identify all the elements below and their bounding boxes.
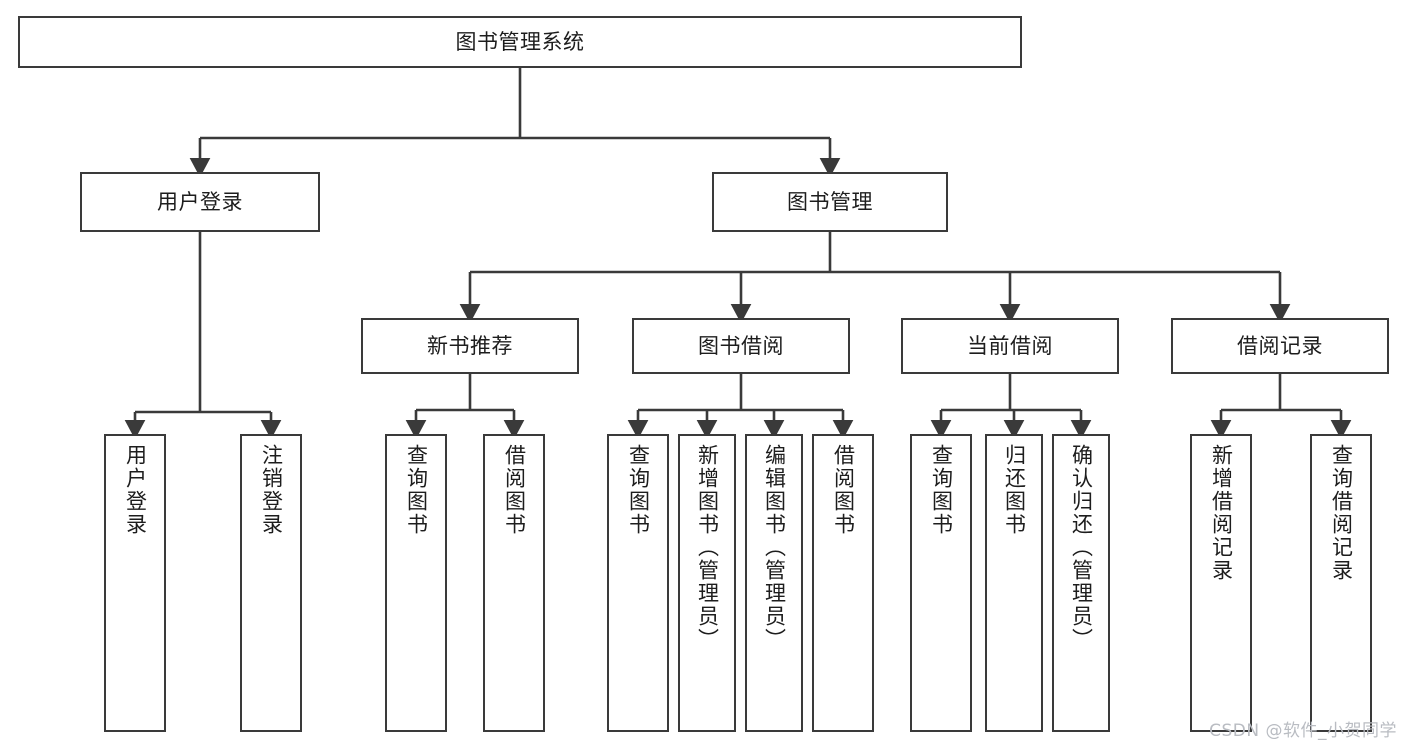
node-leaf-record-add[interactable]: 新增借阅记录 — [1190, 434, 1252, 732]
node-root[interactable]: 图书管理系统 — [18, 16, 1022, 68]
node-label: 新书推荐 — [427, 333, 513, 358]
node-borrow[interactable]: 图书借阅 — [632, 318, 850, 374]
node-label: 图书管理 — [787, 189, 873, 214]
node-label: 归还图书 — [1002, 444, 1027, 536]
node-leaf-record-query[interactable]: 查询借阅记录 — [1310, 434, 1372, 732]
node-leaf-borrow-query[interactable]: 查询图书 — [607, 434, 669, 732]
node-leaf-user-login[interactable]: 用户登录 — [104, 434, 166, 732]
node-leaf-borrow-edit[interactable]: 编辑图书（管理员） — [745, 434, 803, 732]
node-label: 新增借阅记录 — [1209, 444, 1234, 582]
node-leaf-borrow-lend[interactable]: 借阅图书 — [812, 434, 874, 732]
node-label: 用户登录 — [123, 444, 148, 536]
node-bookmgmt[interactable]: 图书管理 — [712, 172, 948, 232]
node-label: 借阅图书 — [831, 444, 856, 536]
node-label: 图书借阅 — [698, 333, 784, 358]
node-leaf-newbook-query[interactable]: 查询图书 — [385, 434, 447, 732]
node-label: 用户登录 — [157, 189, 243, 214]
node-label: 编辑图书（管理员） — [762, 444, 787, 651]
node-leaf-borrow-add[interactable]: 新增图书（管理员） — [678, 434, 736, 732]
node-label: 当前借阅 — [967, 333, 1053, 358]
watermark: CSDN @软件_小贺同学 — [1209, 721, 1397, 741]
node-label: 图书管理系统 — [455, 29, 585, 54]
node-label: 借阅记录 — [1237, 333, 1323, 358]
node-current[interactable]: 当前借阅 — [901, 318, 1119, 374]
node-newbook[interactable]: 新书推荐 — [361, 318, 579, 374]
node-leaf-current-return[interactable]: 归还图书 — [985, 434, 1043, 732]
node-leaf-current-confirm[interactable]: 确认归还（管理员） — [1052, 434, 1110, 732]
node-label: 注销登录 — [259, 444, 284, 536]
node-leaf-newbook-borrow[interactable]: 借阅图书 — [483, 434, 545, 732]
node-login[interactable]: 用户登录 — [80, 172, 320, 232]
node-leaf-current-query[interactable]: 查询图书 — [910, 434, 972, 732]
node-record[interactable]: 借阅记录 — [1171, 318, 1389, 374]
node-label: 确认归还（管理员） — [1069, 444, 1094, 651]
node-label: 查询图书 — [404, 444, 429, 536]
node-label: 查询图书 — [626, 444, 651, 536]
node-leaf-user-logout[interactable]: 注销登录 — [240, 434, 302, 732]
node-label: 借阅图书 — [502, 444, 527, 536]
node-label: 查询图书 — [929, 444, 954, 536]
node-label: 查询借阅记录 — [1329, 444, 1354, 582]
node-label: 新增图书（管理员） — [695, 444, 720, 651]
